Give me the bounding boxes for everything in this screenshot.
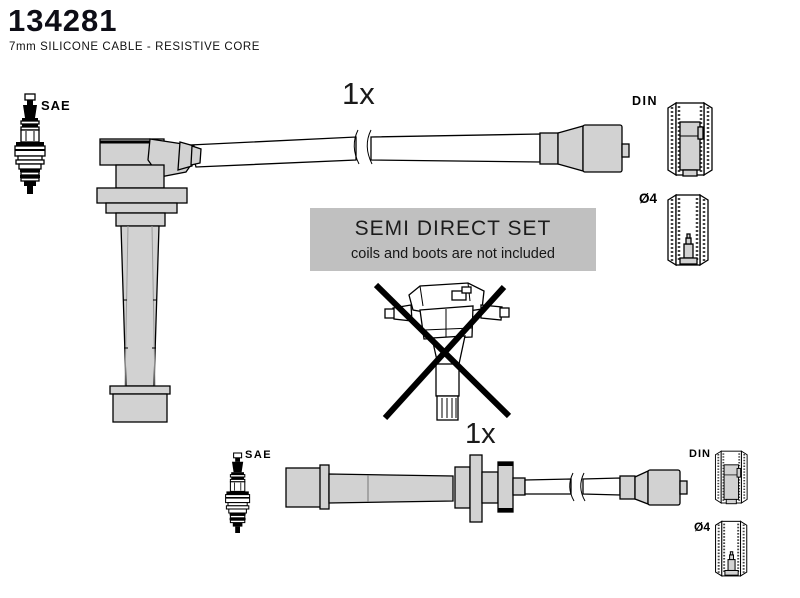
quantity-label-top: 1x <box>342 76 375 111</box>
sae-label-top: SAE <box>41 98 71 113</box>
din-label-bottom: DIN <box>689 448 711 460</box>
din-terminal-bottom <box>714 450 749 505</box>
product-description: 7mm SILICONE CABLE - RESISTIVE CORE <box>9 41 261 53</box>
ignition-cable-top <box>189 124 630 173</box>
din-terminal-top <box>666 101 714 178</box>
sae-label-bottom: SAE <box>245 449 273 461</box>
d4-label-top: Ø4 <box>639 191 658 206</box>
cable-break-mark <box>569 472 575 502</box>
cable-break-mark <box>353 129 360 165</box>
part-number: 134281 <box>8 3 118 38</box>
d4-label-bottom: Ø4 <box>694 520 711 534</box>
quantity-label-bottom: 1x <box>465 418 496 450</box>
ignition-cable-bottom <box>285 454 688 523</box>
d4-terminal-top <box>666 193 710 267</box>
notice-box: SEMI DIRECT SET coils and boots are not … <box>310 208 596 271</box>
coil-boot-top <box>96 138 202 423</box>
notice-title: SEMI DIRECT SET <box>354 217 552 240</box>
din-label-top: DIN <box>632 94 659 108</box>
crossed-out-coil <box>373 282 512 421</box>
d4-terminal-bottom <box>714 520 748 577</box>
spark-plug-bottom <box>225 452 251 534</box>
notice-subtitle: coils and boots are not included <box>351 246 555 262</box>
